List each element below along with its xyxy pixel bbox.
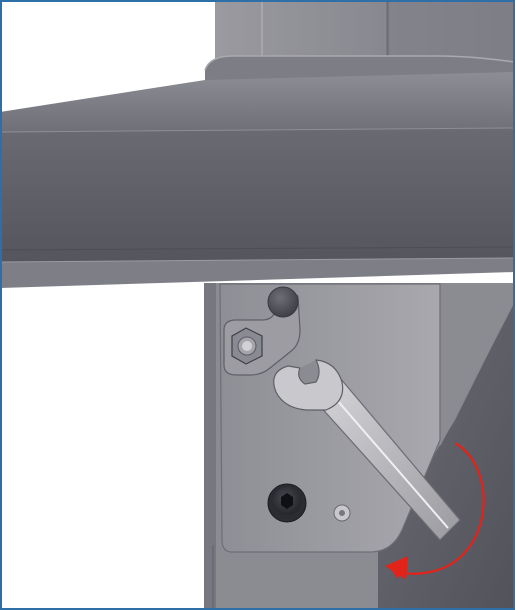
open-end-wrench <box>273 359 461 541</box>
small-screw <box>333 504 351 522</box>
gusset-plate <box>378 299 515 610</box>
rotation-arrow <box>385 442 485 580</box>
hex-nut <box>231 327 263 365</box>
round-bolt <box>267 286 299 318</box>
socket-screw <box>267 483 307 523</box>
cross-beam <box>0 55 515 288</box>
